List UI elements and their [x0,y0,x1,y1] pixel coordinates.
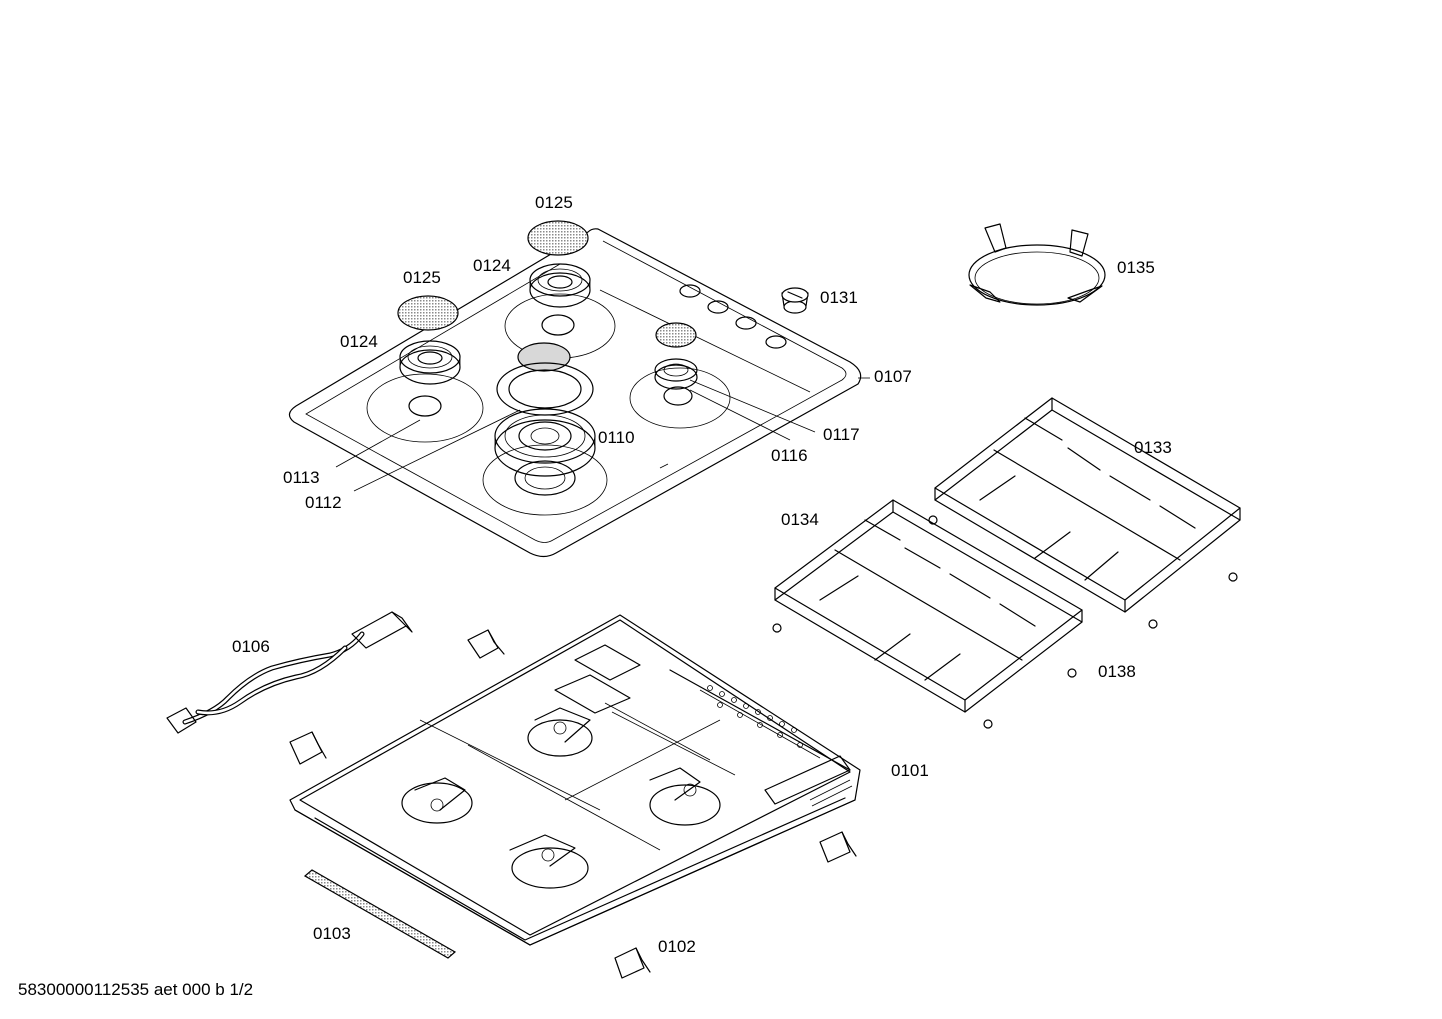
label-0134: 0134 [781,510,819,529]
mains-cable-0106 [166,611,413,734]
wok-ring-0135 [968,223,1106,306]
label-0101: 0101 [891,761,929,780]
document-id: 58300000112535 aet 000 b 1/2 [18,980,254,999]
label-0116: 0116 [771,446,808,465]
hob-top-plate [288,228,862,558]
control-knob-0131 [781,287,809,314]
burner-head-0124-left [399,340,461,385]
label-0131: 0131 [820,288,858,307]
label-0124-top: 0124 [473,256,511,275]
pan-support-0134 [772,499,1083,729]
label-0125-top: 0125 [535,193,573,212]
leader-lines [335,377,870,492]
base-tray-0101 [289,614,861,946]
clip-right [819,831,857,863]
part-labels: 0125 0124 0125 0124 0131 0135 0107 0117 … [232,193,1172,956]
label-0124-left: 0124 [340,332,378,351]
label-0117: 0117 [823,425,860,444]
label-0103: 0103 [313,924,351,943]
label-0102: 0102 [658,937,696,956]
label-0135: 0135 [1117,258,1155,277]
small-burner-head [654,358,698,390]
label-0112: 0112 [305,493,342,512]
burner-cap-0125-left [397,295,459,331]
burner-head-0124-top [529,263,591,308]
clip-upper [467,629,505,659]
label-0107: 0107 [874,367,912,386]
clip-left [289,731,327,765]
label-0110: 0110 [598,428,635,447]
label-0138: 0138 [1098,662,1136,681]
wok-burner-0110 [494,342,596,477]
pan-support-0133 [928,397,1241,629]
small-burner-cap [655,322,697,348]
label-0106: 0106 [232,637,270,656]
label-0113: 0113 [283,468,320,487]
label-0125-left: 0125 [403,268,441,287]
seal-strip-0103 [303,869,457,959]
clip-0102 [614,947,651,979]
label-0133: 0133 [1134,438,1172,457]
burner-cap-0125-top [527,220,589,256]
